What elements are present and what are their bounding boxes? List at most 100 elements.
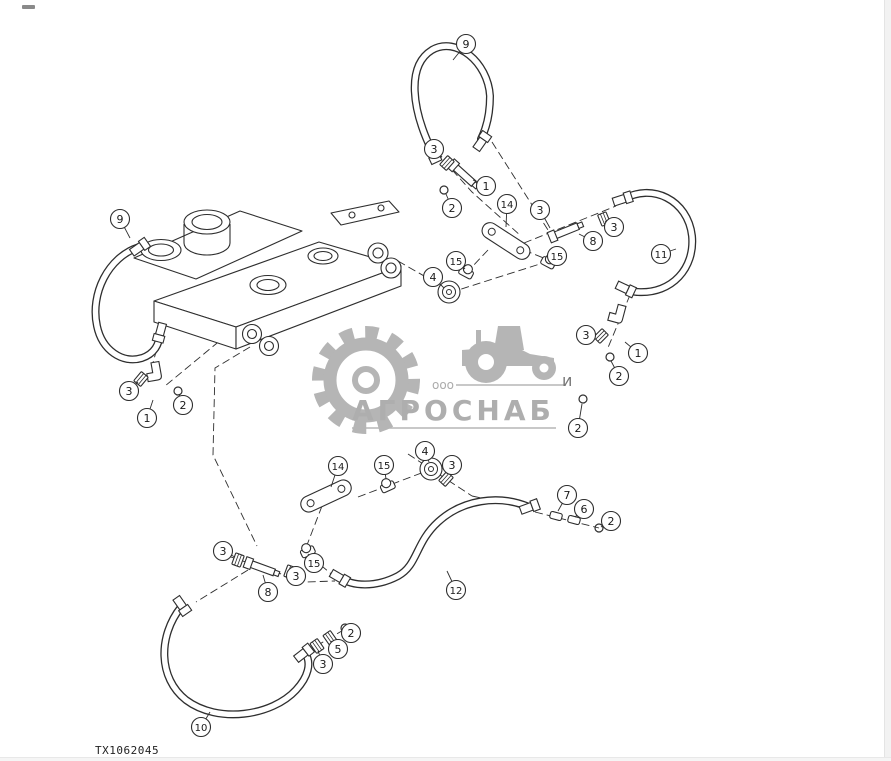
callout-number: 6	[581, 503, 588, 516]
callout-number: 3	[449, 459, 456, 472]
callout-number: 1	[635, 347, 642, 360]
callout-2: 2	[441, 193, 463, 219]
callout-6: 6	[573, 498, 595, 520]
port-ring	[307, 247, 339, 265]
fitting-tip	[328, 568, 352, 589]
fitting-tip	[292, 642, 316, 664]
callout-14: 14	[496, 193, 518, 228]
dashed-leader-6	[212, 346, 258, 547]
hose-11	[618, 188, 697, 297]
watermark-prefix: ооо	[432, 378, 454, 392]
fitting-ring	[605, 352, 615, 362]
callout-3: 3	[118, 380, 140, 402]
callout-number: 12	[450, 586, 463, 597]
callout-number: 8	[590, 235, 597, 248]
fitting-connector	[446, 158, 480, 190]
watermark-name: АГРОСНАБ	[352, 394, 555, 427]
fitting-plate	[300, 479, 352, 513]
callout-number: 2	[449, 202, 456, 215]
callout-number: 3	[126, 385, 133, 398]
callout-number: 2	[608, 515, 615, 528]
callout-number: 3	[293, 570, 300, 583]
callout-number: 10	[195, 723, 208, 734]
dashed-leader-12	[534, 511, 600, 529]
callout-number: 14	[501, 200, 514, 211]
callout-number: 9	[117, 213, 124, 226]
callout-14: 14	[327, 455, 349, 488]
callout-number: 3	[537, 204, 544, 217]
port-ring	[183, 209, 231, 235]
fitting-tip	[172, 594, 193, 618]
fitting-elbow	[146, 360, 162, 383]
callout-number: 3	[320, 658, 327, 671]
callout-12: 12	[445, 570, 467, 601]
fitting-tip	[611, 190, 634, 207]
callout-number: 4	[430, 271, 437, 284]
callout-1: 1	[136, 399, 158, 429]
callout-number: 3	[431, 143, 438, 156]
watermark-graphic: ооо АГРОСНАБ и	[312, 326, 572, 434]
fitting-ring	[578, 394, 588, 404]
fitting-connector	[242, 555, 281, 578]
dashed-leader-15	[470, 249, 489, 269]
callout-5: 5	[327, 638, 349, 660]
tractor-icon	[462, 326, 556, 383]
callout-4: 4	[414, 440, 436, 463]
dashed-leader-7	[195, 569, 249, 603]
callout-number: 3	[583, 329, 590, 342]
fitting-ring	[173, 386, 183, 396]
fitting-tip	[128, 236, 152, 257]
side-coupler	[380, 257, 402, 279]
callout-3: 3	[285, 565, 307, 587]
callout-number: 2	[348, 627, 355, 640]
callout-9: 9	[109, 208, 131, 239]
fitting-clamp	[379, 478, 396, 494]
callout-10: 10	[190, 711, 212, 738]
callout-8: 8	[257, 574, 279, 603]
bottom-coupler	[258, 335, 280, 357]
page-edge-right	[884, 0, 891, 761]
corner-mark	[22, 5, 35, 9]
fitting-tip	[518, 498, 542, 515]
callout-number: 5	[335, 643, 342, 656]
callout-2: 2	[340, 622, 362, 644]
page-edge-bottom	[0, 757, 891, 761]
dashed-leader-2	[523, 205, 617, 244]
callout-number: 15	[308, 559, 321, 570]
callout-number: 11	[655, 250, 668, 261]
dashed-leader-17	[306, 505, 323, 546]
fitting-ring	[439, 185, 449, 195]
callout-4: 4	[422, 266, 445, 289]
stray-letter: и	[562, 371, 572, 390]
hose-9-left	[91, 243, 164, 364]
watermark: ооо АГРОСНАБ и	[308, 318, 578, 438]
fitting-tip	[614, 280, 638, 299]
callout-number: 3	[220, 545, 227, 558]
callout-number: 3	[611, 221, 618, 234]
manifold-assembly	[133, 200, 402, 357]
callout-number: 4	[422, 445, 429, 458]
bottom-coupler	[241, 323, 263, 345]
callout-2: 2	[172, 393, 194, 416]
callout-number: 15	[551, 252, 564, 263]
callout-15: 15	[303, 552, 325, 574]
fitting-elbow	[607, 303, 627, 324]
callout-1: 1	[472, 175, 497, 197]
callout-2: 2	[567, 403, 589, 439]
callout-11: 11	[650, 243, 677, 265]
fitting-tip	[151, 321, 168, 344]
callout-3: 3	[575, 324, 598, 346]
fitting-ring	[594, 523, 604, 533]
callout-2: 2	[600, 510, 622, 532]
callout-number: 2	[575, 422, 582, 435]
callout-number: 15	[450, 257, 463, 268]
port-cylinder	[183, 224, 231, 256]
callout-9: 9	[452, 33, 477, 61]
callout-number: 15	[378, 461, 391, 472]
callout-3: 3	[529, 199, 551, 229]
fitting-connector	[546, 221, 585, 244]
callout-number: 1	[483, 180, 490, 193]
port-ring	[249, 274, 287, 296]
